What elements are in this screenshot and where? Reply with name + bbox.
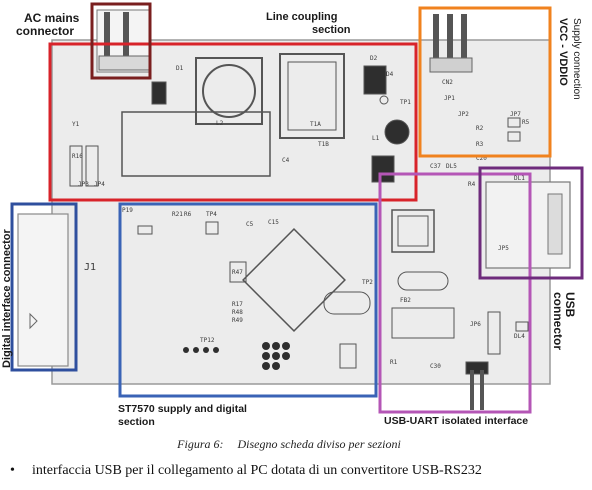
silkscreen-labels: J1 L2 T1A T1B C4 D1 D2 D4 L1 TP1 TP4 TP2… — [72, 55, 530, 370]
silk-label: D1 — [176, 65, 184, 72]
figure-caption-label: Figura 6: — [177, 437, 224, 451]
silk-label: C4 — [282, 157, 290, 164]
vcc-label-line2: Supply connection — [571, 18, 582, 100]
silk-label: R49 — [232, 317, 243, 324]
silk-label: TP4 — [206, 211, 217, 218]
vcc-header-pins — [429, 14, 473, 73]
silk-label: DL4 — [514, 333, 525, 340]
silk-label: JP1 — [444, 95, 455, 102]
silk-label: JP4 — [94, 181, 105, 188]
ac-mains-label-line1: AC mains — [24, 11, 80, 25]
silk-label: JP5 — [498, 245, 509, 252]
silk-label: R16 — [72, 153, 83, 160]
silk-label: TP1 — [400, 99, 411, 106]
ac-mains-pins — [96, 9, 150, 73]
digital-interface-connector-outline — [10, 202, 78, 372]
usb-label-line1: USB — [563, 292, 577, 318]
bullet-icon: • — [10, 463, 15, 478]
silk-label: J1 — [84, 262, 96, 273]
line-coupling-section-outline — [48, 42, 418, 202]
silk-label: Y1 — [72, 121, 80, 128]
silk-label: R3 — [476, 141, 484, 148]
silk-label: D2 — [370, 55, 378, 62]
silk-label: CN2 — [442, 79, 453, 86]
connector-pin1-marker — [29, 312, 38, 330]
silk-label: P19 — [122, 207, 133, 214]
silk-label: R47 — [232, 269, 243, 276]
usb-label-line2: connector — [551, 292, 565, 350]
silk-label: R17 — [232, 301, 243, 308]
usb-connector-tab — [547, 193, 563, 255]
silk-label: C37 — [430, 163, 441, 170]
st7570-label-line1: ST7570 supply and digital — [118, 403, 247, 415]
usb-connector-outline — [478, 166, 584, 280]
silk-label: T1B — [318, 141, 329, 148]
digital-connector-body — [17, 213, 69, 367]
silk-label: JP3 — [78, 181, 89, 188]
silk-label: R5 — [522, 119, 530, 126]
silk-label: C20 — [476, 155, 487, 162]
bullet-list-item: • interfaccia USB per il collegamento al … — [10, 463, 592, 479]
silk-label: R2 — [476, 125, 484, 132]
usb-uart-label: USB-UART isolated interface — [384, 415, 528, 427]
silk-label: TP12 — [200, 337, 215, 344]
usb-uart-section-outline — [378, 172, 532, 414]
silk-label: C30 — [430, 363, 441, 370]
silk-label: DL1 — [514, 175, 525, 182]
silk-label: R1 — [390, 359, 398, 366]
st7570-components — [137, 221, 371, 370]
vcc-supply-connection-outline — [418, 6, 552, 158]
bullet-text: interfaccia USB per il collegamento al P… — [32, 463, 482, 478]
vcc-label-line1: VCC - VDDIO — [557, 18, 569, 86]
figure-caption: Figura 6: Disegno scheda diviso per sezio… — [0, 437, 592, 452]
silk-label: L1 — [372, 135, 380, 142]
silk-label: DL5 — [446, 163, 457, 170]
silk-label: R21 — [172, 211, 183, 218]
silk-label: R4 — [468, 181, 476, 188]
silk-label: L2 — [216, 120, 224, 127]
ac-mains-connector-outline — [90, 2, 152, 80]
silk-label: D4 — [386, 71, 394, 78]
silk-label: JP2 — [458, 111, 469, 118]
silk-label: C15 — [268, 219, 279, 226]
silk-label: T1A — [310, 121, 321, 128]
pcb-board — [51, 39, 551, 385]
silk-label: C5 — [246, 221, 254, 228]
silk-label: FB2 — [400, 297, 411, 304]
silk-label: R48 — [232, 309, 243, 316]
silk-label: TP2 — [362, 279, 373, 286]
usb-uart-components — [391, 117, 529, 410]
silk-label: R6 — [184, 211, 192, 218]
silk-label: JP7 — [510, 111, 521, 118]
line-coupling-label-line2: section — [312, 24, 351, 36]
st7570-section-outline — [118, 202, 378, 398]
st7570-label-line2: section — [118, 416, 155, 428]
digital-interface-label: Digital interface connector — [1, 229, 13, 368]
figure-caption-text: Disegno scheda diviso per sezioni — [237, 437, 401, 451]
board-diagram: J1 L2 T1A T1B C4 D1 D2 D4 L1 TP1 TP4 TP2… — [1, 2, 584, 428]
silk-label: JP6 — [470, 321, 481, 328]
ac-mains-label-line2: connector — [16, 24, 74, 38]
line-coupling-label-line1: Line coupling — [266, 11, 338, 23]
